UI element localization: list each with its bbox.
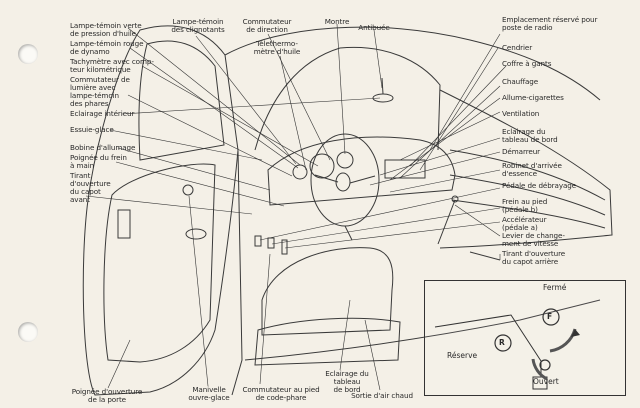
label-starter: Démarreur xyxy=(502,147,541,156)
rear-panel-lines xyxy=(449,149,606,229)
label-clock: Montre xyxy=(324,17,350,26)
punch-hole-top xyxy=(18,44,38,64)
label-turn-signal-lamp: Lampe-témoin des clignotants xyxy=(171,17,225,34)
label-front-hood-pull: Tirant d'ouverture du capot avant xyxy=(70,171,111,204)
label-window-crank: Manivelle ouvre-glace xyxy=(188,385,230,402)
door-handle xyxy=(185,228,207,240)
label-door-handle: Poignée d'ouverture de la porte xyxy=(71,387,143,404)
open-door-outline xyxy=(82,25,239,396)
steering-hub xyxy=(335,172,351,192)
label-direction-switch: Commutateur de direction xyxy=(242,17,292,34)
label-dash-lighting: Eclairage du tableau de bord xyxy=(502,127,558,144)
glovebox xyxy=(384,159,426,179)
label-glovebox: Coffre à gants xyxy=(502,59,552,68)
rear-hood-pull xyxy=(469,251,501,261)
label-dynamo-lamp: Lampe-témoin rouge de dynamo xyxy=(70,39,144,56)
window-crank xyxy=(182,184,194,196)
inset-letter-f: F xyxy=(547,312,553,321)
windshield xyxy=(254,46,441,151)
steering-spoke xyxy=(314,174,339,183)
label-ashtray: Cendrier xyxy=(502,43,533,52)
label-rear-hood-pull: Tirant d'ouverture du capot arrière xyxy=(502,249,566,266)
seat-back xyxy=(261,247,394,336)
label-accelerator: Accélérateur (pédale a) xyxy=(502,215,547,232)
inset-letter-r: R xyxy=(499,338,505,347)
label-interior-light: Eclairage intérieur xyxy=(70,109,135,118)
label-defroster: Antibuée xyxy=(358,23,390,32)
punch-hole-bottom xyxy=(18,322,38,342)
pedal-clutch xyxy=(254,235,262,247)
label-ventilation: Ventilation xyxy=(502,109,540,118)
label-oil-pressure-lamp: Lampe-témoin verte de pression d'huile xyxy=(70,21,142,38)
label-wiper: Essuie-glace xyxy=(70,125,114,134)
label-warm-air-outlet: Sortie d'air chaud xyxy=(351,391,413,400)
inset-label-reserve: Réserve xyxy=(447,351,478,360)
label-brake-pedal: Frein au pied (pédale b) xyxy=(502,197,548,214)
label-cigarette-lighter: Allume-cigarettes xyxy=(502,93,564,102)
pedal-brake xyxy=(267,237,275,249)
label-hand-brake: Poignée du frein à main xyxy=(70,153,127,170)
pedal-accelerator xyxy=(281,239,288,255)
gear-knob xyxy=(451,195,459,203)
door-panel-trim xyxy=(103,163,216,363)
mirror-stalk xyxy=(381,77,384,95)
label-clutch-pedal: Pédale de débrayage xyxy=(502,181,577,190)
label-dipswitch: Commutateur au pied de code-phare xyxy=(242,385,320,402)
inset-label-open: Ouvert xyxy=(533,377,559,386)
label-gear-lever: Levier de change- ment de vitesse xyxy=(502,231,565,248)
gear-lever xyxy=(437,199,456,245)
label-light-switch: Commutateur de lumière avec lampe-témoin… xyxy=(70,75,130,108)
steering-spoke-2 xyxy=(349,175,376,184)
floor xyxy=(244,299,601,361)
fuel-tap-diagram xyxy=(434,308,580,390)
rear-body xyxy=(439,89,613,249)
door-pocket xyxy=(117,209,131,239)
label-speedometer: Tachymètre avec comp- teur kilométrique xyxy=(70,57,154,74)
label-dash-lighting-bottom: Eclairage du tableau de bord xyxy=(325,369,369,394)
label-fuel-tap: Robinet d'arrivée d'essence xyxy=(502,161,562,178)
roof-line xyxy=(224,26,601,101)
door-window-frame xyxy=(138,40,225,161)
steering-column xyxy=(344,225,353,241)
speedometer xyxy=(309,153,335,179)
label-oil-thermometer: Télethermo- mètre d'huile xyxy=(253,39,301,56)
fuel-tap-inset: Fermé F R Réserve Ouvert xyxy=(424,280,626,396)
label-radio-slot: Emplacement réservé pour poste de radio xyxy=(502,15,598,32)
label-ignition-coil: Bobine d'allumage xyxy=(70,143,136,152)
inset-label-closed: Fermé xyxy=(543,283,567,292)
label-heating: Chauffage xyxy=(502,77,539,86)
door-frame-pillar xyxy=(231,149,243,396)
